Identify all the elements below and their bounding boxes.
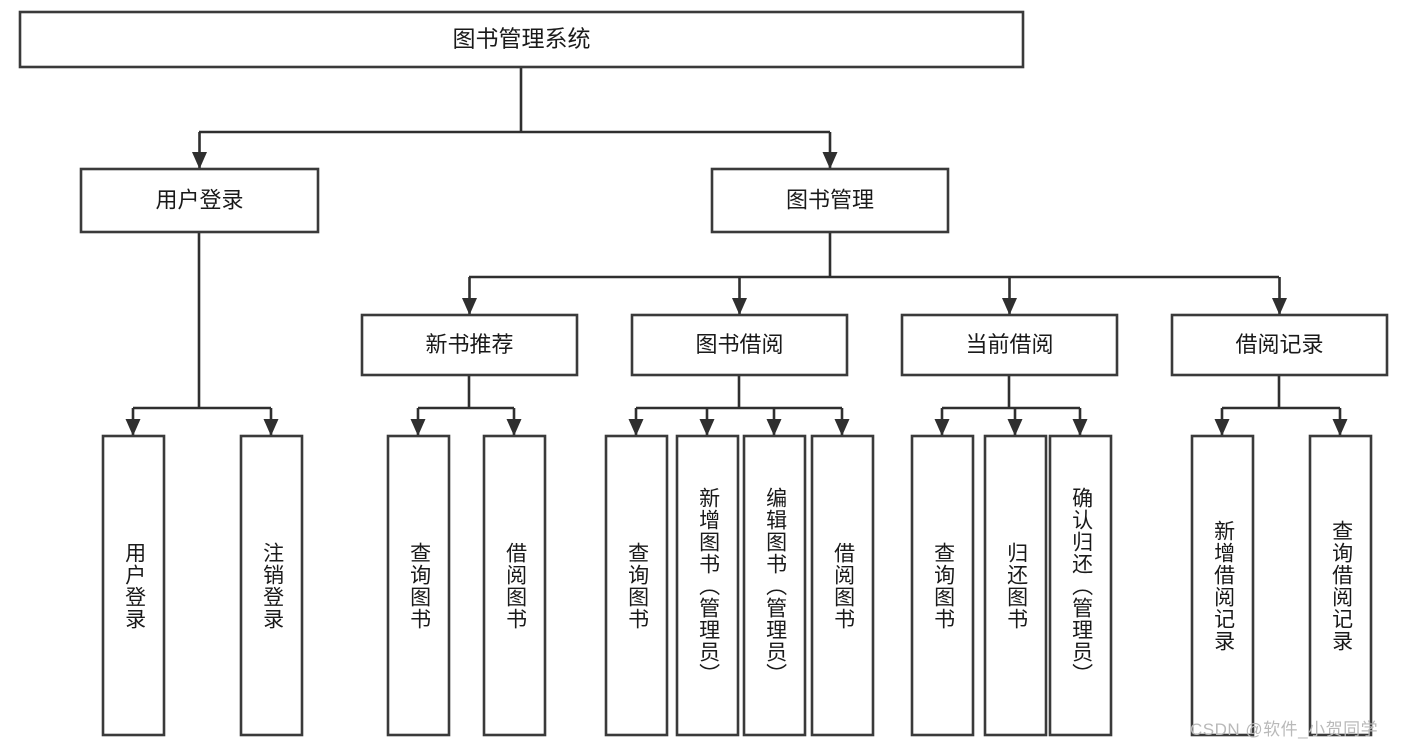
connector-lines: [125, 67, 1348, 436]
arrow-head-icon: [192, 152, 207, 169]
node-user-login[interactable]: [79, 167, 320, 234]
arrow-head-icon: [125, 419, 141, 436]
label-book-borrow: 图书借阅: [695, 332, 783, 357]
arrow-head-icon: [410, 419, 426, 436]
node-book-borrow[interactable]: [630, 313, 849, 377]
node-leaf-user-login[interactable]: [101, 434, 166, 737]
arrow-head-icon: [462, 298, 477, 315]
label-new-book-recommend: 新书推荐: [425, 332, 513, 357]
arrow-head-icon: [934, 419, 950, 436]
node-leaf-borrow-book-2[interactable]: [810, 434, 875, 737]
node-leaf-user-logout[interactable]: [239, 434, 304, 737]
node-title-book-management-system[interactable]: [18, 10, 1025, 69]
arrow-head-icon: [766, 419, 782, 436]
node-leaf-query-book-1[interactable]: [386, 434, 451, 737]
node-leaf-confirm-return-admin[interactable]: [1048, 434, 1113, 737]
arrow-head-icon: [1072, 419, 1088, 436]
node-current-borrow[interactable]: [900, 313, 1119, 377]
node-leaf-borrow-book-1[interactable]: [482, 434, 547, 737]
node-boxes: [18, 10, 1389, 737]
node-leaf-add-borrow-record[interactable]: [1190, 434, 1255, 737]
node-book-management[interactable]: [710, 167, 950, 234]
node-leaf-query-book-2[interactable]: [604, 434, 669, 737]
node-leaf-edit-book-admin[interactable]: [742, 434, 807, 737]
csdn-watermark: CSDN @软件_小贺同学: [1190, 720, 1379, 739]
arrow-head-icon: [822, 152, 838, 169]
arrow-head-icon: [732, 298, 747, 315]
node-leaf-query-borrow-record[interactable]: [1308, 434, 1373, 737]
arrow-head-icon: [506, 419, 522, 436]
node-leaf-return-book[interactable]: [983, 434, 1048, 737]
node-borrow-record[interactable]: [1170, 313, 1389, 377]
arrow-head-icon: [628, 419, 644, 436]
arrow-head-icon: [263, 419, 279, 436]
label-user-login: 用户登录: [155, 187, 243, 212]
arrow-head-icon: [1332, 419, 1348, 436]
label-borrow-record: 借阅记录: [1235, 332, 1323, 357]
arrow-head-icon: [834, 419, 850, 436]
node-new-book-recommend[interactable]: [360, 313, 579, 377]
arrow-head-icon: [1002, 298, 1017, 315]
label-current-borrow: 当前借阅: [965, 332, 1053, 357]
node-leaf-query-book-3[interactable]: [910, 434, 975, 737]
arrow-head-icon: [1272, 298, 1287, 315]
arrow-head-icon: [1007, 419, 1023, 436]
arrow-head-icon: [699, 419, 715, 436]
label-title-book-management-system: 图书管理系统: [453, 26, 591, 52]
label-book-management: 图书管理: [786, 187, 874, 212]
arrow-head-icon: [1214, 419, 1230, 436]
node-leaf-add-book-admin[interactable]: [675, 434, 740, 737]
